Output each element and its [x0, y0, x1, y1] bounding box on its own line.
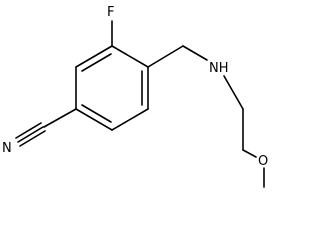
- nitrile-group: [15, 108, 77, 147]
- ring-bond-4: [75, 108, 113, 131]
- oxygen-label: O: [258, 154, 268, 169]
- fluorine-label: F: [107, 5, 114, 20]
- triple-bond-b: [17, 126, 44, 143]
- ring-bond-1: [111, 45, 149, 68]
- ring-bond-6: [75, 45, 113, 68]
- ring-inner-bond-3: [81, 53, 112, 72]
- structure-diagram: F N NH O: [2, 5, 268, 188]
- ch2-nh-bond: [182, 45, 208, 61]
- c-cn-bond: [43, 108, 77, 128]
- benzene-ring: [75, 45, 149, 131]
- ring-inner-bond-2: [81, 104, 112, 123]
- amine-label: NH: [209, 61, 229, 76]
- nitrile-nitrogen-label: N: [2, 141, 12, 156]
- triple-bond-a: [15, 122, 42, 139]
- ring-bond-3: [111, 108, 149, 131]
- ch2-o-bond: [242, 149, 257, 158]
- ring-ch2-bond: [147, 45, 184, 68]
- triple-bond-c: [19, 130, 46, 147]
- nh-ch2-bond: [223, 75, 244, 110]
